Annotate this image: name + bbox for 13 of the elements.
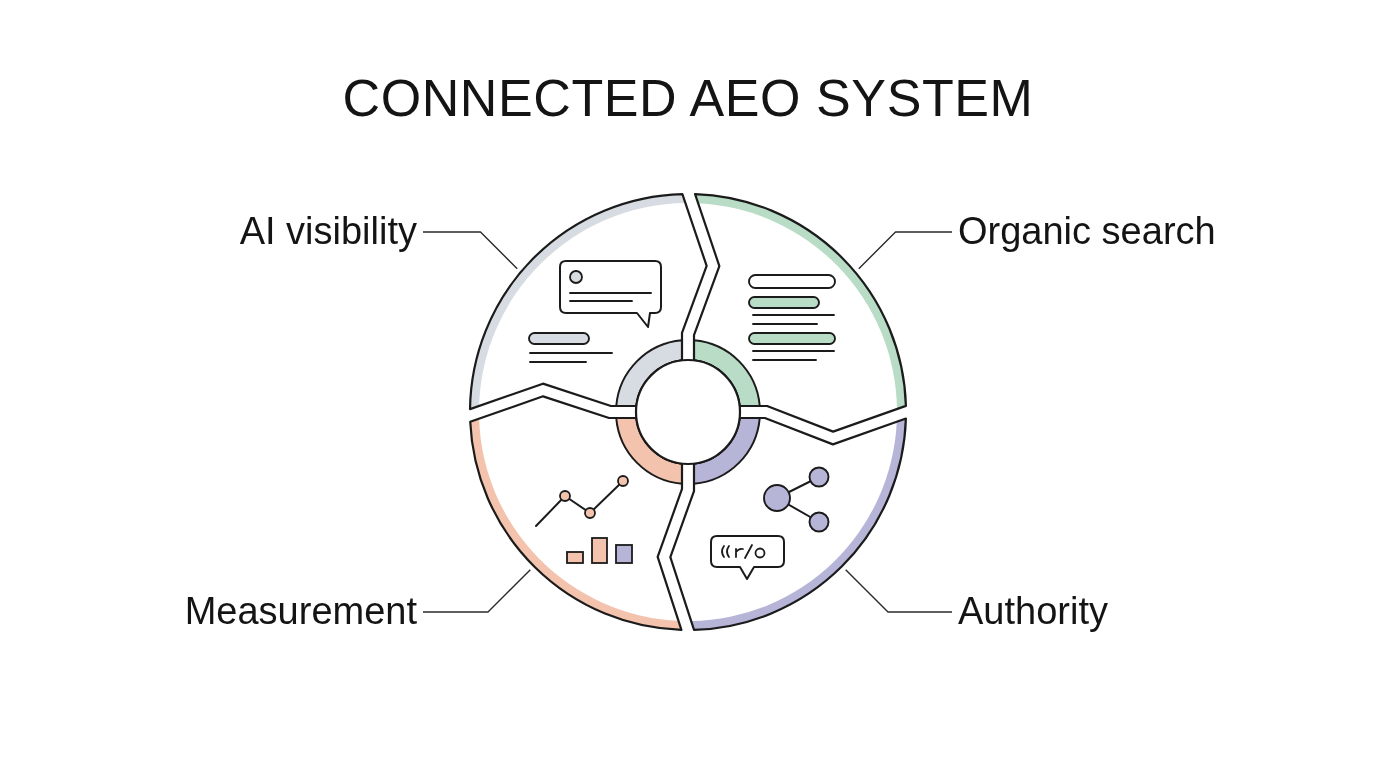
callout-label: Measurement [184, 590, 417, 634]
callout-label: AI visibility [239, 210, 417, 254]
callout-label: Authority [958, 590, 1108, 634]
pie-segment [469, 395, 684, 631]
leader-line [422, 569, 531, 613]
pie-segment [692, 193, 907, 433]
leader-line [845, 569, 953, 613]
leader-line [422, 231, 518, 270]
title: CONNECTED AEO SYSTEM [342, 69, 1034, 129]
callout-label: Organic search [958, 210, 1216, 254]
hub-circle [634, 358, 742, 466]
pie-segment [669, 416, 907, 631]
leader-line [858, 231, 953, 270]
